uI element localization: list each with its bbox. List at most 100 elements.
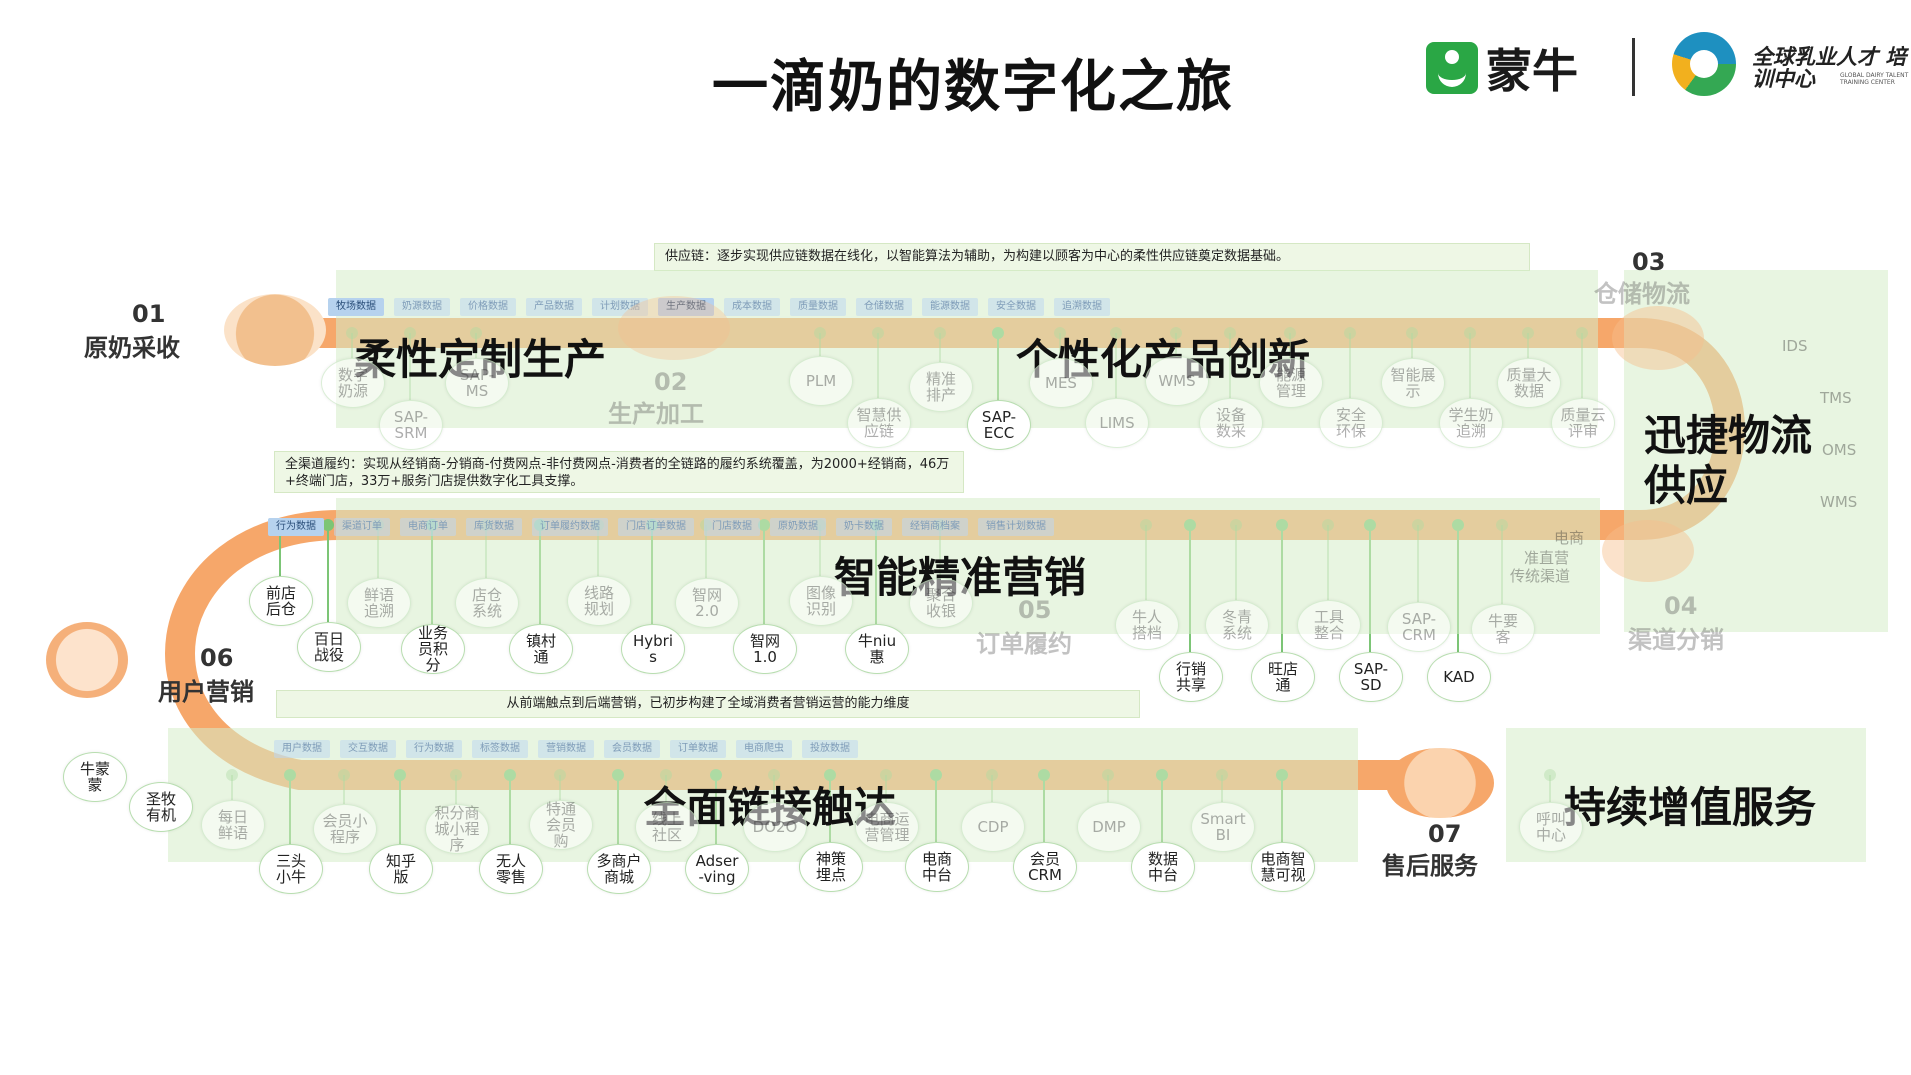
system-node: 工具整合 (1297, 600, 1361, 650)
data-tag: 行为数据 (406, 740, 462, 758)
system-node: 数据中台 (1131, 842, 1195, 892)
distribution-truck-icon (1602, 520, 1694, 582)
system-node: 百日战役 (297, 622, 361, 672)
system-node: 聚合收银 (909, 578, 973, 628)
system-node: Adser-ving (685, 844, 749, 894)
system-node: CDP (961, 802, 1025, 852)
data-tag: 仓储数据 (856, 298, 912, 316)
system-node: 牛人搭档 (1115, 600, 1179, 650)
page-title: 一滴奶的数字化之旅 (712, 55, 1234, 120)
stage-03-number: 03 (1632, 248, 1666, 276)
data-tag: 销售计划数据 (978, 518, 1054, 536)
supply-chain-banner: 供应链：逐步实现供应链数据在线化，以智能算法为辅助，为构建以顾客为中心的柔性供应… (654, 243, 1530, 271)
data-tag: 奶源数据 (394, 298, 450, 316)
stage-04-number: 04 (1664, 592, 1698, 620)
data-tag: 门店订单数据 (618, 518, 694, 536)
mengniu-brand: 蒙牛 (1426, 40, 1578, 98)
data-tag: 计划数据 (592, 298, 648, 316)
data-tag: 价格数据 (460, 298, 516, 316)
system-node: KAD (1427, 652, 1491, 702)
data-tag: 电商爬虫 (736, 740, 792, 758)
marketing-banner: 从前端触点到后端营销，已初步构建了全域消费者营销运营的能力维度 (276, 690, 1140, 718)
stage-01-number: 01 (132, 300, 166, 328)
data-tag: 经销商档案 (902, 518, 968, 536)
training-center-name: 全球乳业人才 培训中心 (1752, 45, 1907, 91)
system-node: 前店后仓 (249, 576, 313, 626)
stage-01-label: 原奶采收 (84, 334, 180, 362)
panel-flex-production (336, 270, 946, 428)
system-node: SAP-MS (445, 358, 509, 408)
stage-06-number: 06 (200, 644, 234, 672)
system-node: 业务员积分 (401, 624, 465, 674)
system-node: SAP-SRM (379, 400, 443, 450)
data-tag: 成本数据 (724, 298, 780, 316)
system-node: DMP (1077, 802, 1141, 852)
system-node: 会员小程序 (313, 804, 377, 854)
system-node: 无人零售 (479, 844, 543, 894)
system-node: SAP-CRM (1387, 602, 1451, 652)
system-node: 电商中台 (905, 842, 969, 892)
logistics-label-tms: TMS (1820, 389, 1852, 407)
brand-divider (1632, 38, 1635, 96)
stage-07-number: 07 (1428, 820, 1462, 848)
data-tag: 投放数据 (802, 740, 858, 758)
data-tag: 追溯数据 (1054, 298, 1110, 316)
data-tags-row1: 牧场数据奶源数据价格数据产品数据计划数据生产数据成本数据质量数据仓储数据能源数据… (328, 298, 1120, 316)
data-tag: 库货数据 (466, 518, 522, 536)
data-tag: 生产数据 (658, 298, 714, 316)
fulfillment-banner: 全渠道履约：实现从经销商-分销商-付费网点-非付费网点-消费者的全链路的履约系统… (274, 451, 964, 493)
system-node: 电商运营管理 (855, 802, 919, 852)
system-node: 质量云评审 (1551, 398, 1615, 448)
system-node: 知乎版 (369, 844, 433, 894)
channel-label-direct: 准直营 (1524, 549, 1570, 567)
system-node: 智慧供应链 (847, 398, 911, 448)
system-node: LIMS (1085, 398, 1149, 448)
stage-05-number: 05 (1018, 596, 1052, 624)
stage-05-label: 订单履约 (976, 630, 1072, 658)
warehouse-icon (1612, 306, 1704, 370)
channel-label-traditional: 传统渠道 (1510, 567, 1571, 585)
stage-02-label: 生产加工 (608, 400, 704, 428)
data-tag: 会员数据 (604, 740, 660, 758)
system-node: 智能展示 (1381, 358, 1445, 408)
data-tag: 交互数据 (340, 740, 396, 758)
factory-worker-icon (618, 296, 730, 360)
heading-logistics-line2: 供应 (1644, 461, 1729, 510)
logistics-label-wms: WMS (1820, 493, 1858, 511)
system-node: 图像识别 (789, 576, 853, 626)
system-node: 呼叫中心 (1519, 802, 1583, 852)
marketing-phone-icon (46, 622, 128, 698)
stage-07-label: 售后服务 (1382, 852, 1478, 880)
data-tag: 订单履约数据 (532, 518, 608, 536)
system-node: 旺店通 (1251, 652, 1315, 702)
data-tag: 牧场数据 (328, 298, 384, 316)
data-tag: 原奶数据 (770, 518, 826, 536)
data-tag: 奶卡数据 (836, 518, 892, 536)
system-node: 店仓系统 (455, 578, 519, 628)
system-node: DO2O (743, 802, 807, 852)
system-node: SAP-ECC (967, 400, 1031, 450)
system-node: 设备数采 (1199, 398, 1263, 448)
stage-02-number: 02 (654, 368, 688, 396)
data-tags-row3: 用户数据交互数据行为数据标签数据营销数据会员数据订单数据电商爬虫投放数据 (274, 740, 868, 758)
system-node: PLM (789, 356, 853, 406)
data-tag: 能源数据 (922, 298, 978, 316)
system-node: WMS (1145, 356, 1209, 406)
system-node: 神策埋点 (799, 842, 863, 892)
data-tag: 产品数据 (526, 298, 582, 316)
system-node: SAP-SD (1339, 652, 1403, 702)
data-tag: 安全数据 (988, 298, 1044, 316)
system-node: 每日鲜语 (201, 800, 265, 850)
data-tag: 门店数据 (704, 518, 760, 536)
system-node: 积分商城小程序 (425, 804, 489, 854)
system-node: 行销共享 (1159, 652, 1223, 702)
data-tag: 渠道订单 (334, 518, 390, 536)
system-node: 冬青系统 (1205, 600, 1269, 650)
stage-04-label: 渠道分销 (1628, 626, 1724, 654)
heading-value-service: 持续增值服务 (1564, 783, 1817, 832)
